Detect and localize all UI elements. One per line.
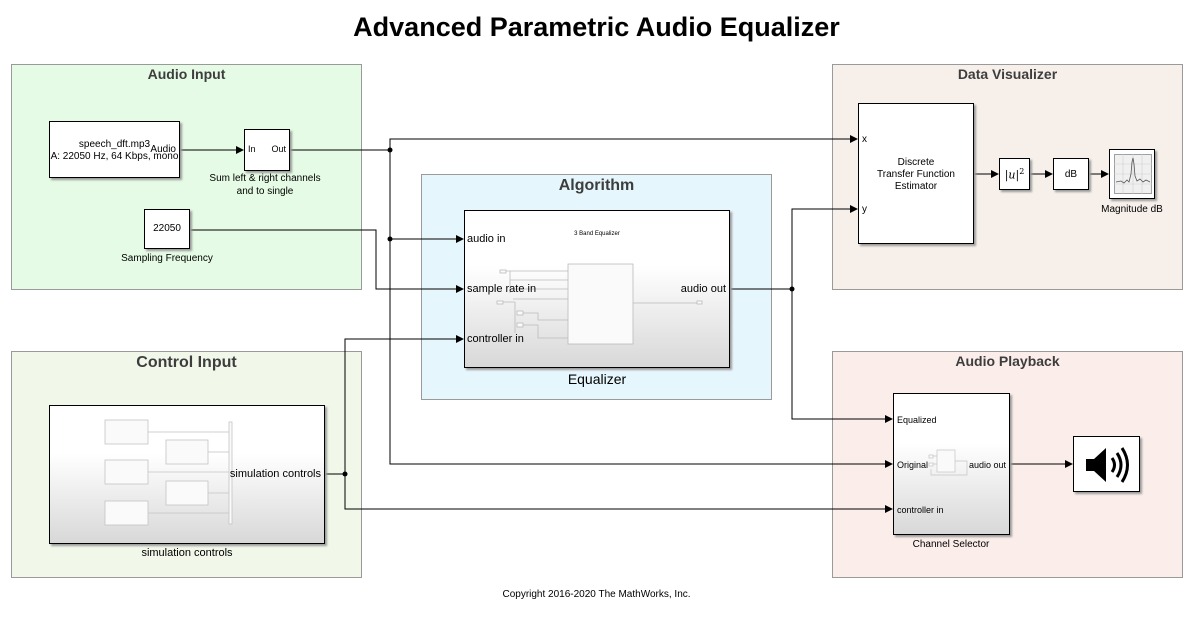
equalizer-port-audio-out: audio out xyxy=(680,283,726,295)
channel-selector-port-audio-out: audio out xyxy=(968,460,1006,470)
simulation-controls-thumbnail xyxy=(104,419,233,526)
audio-device-writer-block[interactable] xyxy=(1073,436,1140,492)
sampling-frequency-block[interactable]: 22050 xyxy=(144,209,190,249)
file-reader-port-audio: Audio xyxy=(150,144,176,155)
tf-estimator-port-y: y xyxy=(862,204,867,215)
tf-estimator-port-x: x xyxy=(862,134,867,145)
db-conversion-label: dB xyxy=(1064,169,1078,180)
speaker-icon xyxy=(1086,447,1129,483)
channel-selector-port-equalized: Equalized xyxy=(897,415,937,425)
spectrum-scope-caption: Magnitude dB xyxy=(1101,204,1163,215)
simulation-controls-subsystem[interactable]: simulation controls xyxy=(49,405,325,544)
sampling-frequency-value: 22050 xyxy=(153,223,181,234)
magnitude-squared-symbol: |u| xyxy=(1004,168,1020,182)
tf-estimator-line1: Discrete xyxy=(897,157,935,168)
file-reader-info: A: 22050 Hz, 64 Kbps, mono xyxy=(50,151,179,162)
sum-caption-line2: and to single xyxy=(236,186,294,197)
tf-estimator-line2: Transfer Function xyxy=(877,169,955,180)
channel-selector-subsystem[interactable]: Equalized Original controller in audio o… xyxy=(893,393,1010,535)
equalizer-thumbnail xyxy=(496,263,703,345)
transfer-function-estimator-block[interactable]: Discrete Transfer Function Estimator x y xyxy=(858,103,974,244)
magnitude-squared-exponent: 2 xyxy=(1019,167,1025,176)
equalizer-port-audio-in: audio in xyxy=(467,233,506,245)
area-title-audio-input: Audio Input xyxy=(147,66,226,82)
area-title-control-input: Control Input xyxy=(136,354,237,371)
magnitude-squared-block[interactable]: |u|2 xyxy=(999,158,1030,190)
file-reader-filename: speech_dft.mp3 xyxy=(78,139,151,150)
sampling-frequency-caption: Sampling Frequency xyxy=(121,253,213,264)
simulation-controls-caption: simulation controls xyxy=(141,547,233,559)
sum-port-out: Out xyxy=(271,144,286,154)
area-title-audio-playback: Audio Playback xyxy=(955,353,1060,369)
db-conversion-block[interactable]: dB xyxy=(1053,158,1089,190)
simulation-controls-port-out: simulation controls xyxy=(229,468,321,480)
sum-channels-block[interactable]: In Out xyxy=(244,129,290,171)
equalizer-caption: Equalizer xyxy=(567,371,627,387)
spectrum-scope-block[interactable] xyxy=(1109,149,1155,199)
equalizer-port-controller-in: controller in xyxy=(467,333,524,345)
tf-estimator-line3: Estimator xyxy=(894,181,938,192)
file-reader-block[interactable]: speech_dft.mp3 A: 22050 Hz, 64 Kbps, mon… xyxy=(49,121,180,178)
area-title-data-visualizer: Data Visualizer xyxy=(957,66,1058,82)
channel-selector-port-original: Original xyxy=(897,460,929,470)
spectrum-scope-icon xyxy=(1114,154,1152,194)
equalizer-subsystem[interactable]: 3 Band Equalizer audio in sample rate in… xyxy=(464,210,730,368)
sum-caption-line1: Sum left & right channels xyxy=(209,173,321,184)
copyright-notice: Copyright 2016-2020 The MathWorks, Inc. xyxy=(502,589,691,600)
channel-selector-caption: Channel Selector xyxy=(912,539,990,550)
channel-selector-thumbnail xyxy=(928,449,968,476)
equalizer-port-sample-rate-in: sample rate in xyxy=(467,283,537,295)
sum-port-in: In xyxy=(248,144,256,154)
equalizer-inner-title: 3 Band Equalizer xyxy=(574,231,620,237)
area-title-algorithm: Algorithm xyxy=(558,177,635,194)
channel-selector-port-controller-in: controller in xyxy=(897,505,944,515)
diagram-title: Advanced Parametric Audio Equalizer xyxy=(353,12,840,42)
